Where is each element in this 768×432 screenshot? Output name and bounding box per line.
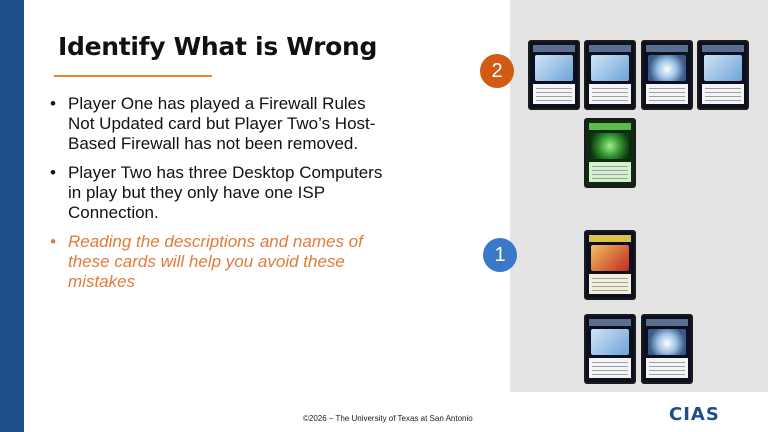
card-header [589,123,631,130]
bullet-item: • Player One has played a Firewall Rules… [50,94,395,154]
card-art [591,133,629,159]
cias-logo: CIAS [669,404,720,425]
card-art [648,55,686,81]
card-text-box [589,162,631,182]
card-header [646,45,688,52]
card-art [704,55,742,81]
card-text-line [705,88,741,89]
bullet-text: Player One has played a Firewall Rules N… [68,94,376,153]
card-text-line [592,178,628,179]
card-desktop-computer [584,314,636,384]
card-art [591,245,629,271]
card-text-line [592,362,628,363]
card-text-line [592,170,628,171]
left-accent-bar [0,0,24,432]
card-text-line [649,370,685,371]
card-text-line [536,100,572,101]
player-two-marker: 2 [480,54,514,88]
card-text-line [592,370,628,371]
card-isp-connection [641,40,693,110]
card-isp-connection [641,314,693,384]
slide-title: Identify What is Wrong [58,32,378,61]
card-host-based-firewall [584,118,636,188]
bullet-dot: • [50,94,56,113]
player-one-marker: 1 [483,238,517,272]
bullet-dot: • [50,232,56,251]
card-desktop-computer [528,40,580,110]
card-text-line [705,92,741,93]
card-text-line [592,88,628,89]
card-text-line [649,88,685,89]
card-text-line [536,92,572,93]
card-text-box [646,84,688,104]
card-text-line [592,278,628,279]
card-text-box [533,84,575,104]
card-text-box [646,358,688,378]
card-art [648,329,686,355]
card-header [533,45,575,52]
card-text-line [592,282,628,283]
card-text-line [592,290,628,291]
card-text-line [536,88,572,89]
card-art [535,55,573,81]
card-text-box [589,84,631,104]
card-text-line [705,96,741,97]
card-text-line [592,174,628,175]
card-text-line [649,100,685,101]
bullet-dot: • [50,163,56,182]
card-text-box [589,274,631,294]
card-header [589,319,631,326]
card-text-line [649,96,685,97]
card-header [646,319,688,326]
card-desktop-computer [584,40,636,110]
card-firewall-rules-not-updated [584,230,636,300]
card-text-line [649,366,685,367]
bullet-text: Reading the descriptions and names of th… [68,232,363,291]
card-text-line [649,92,685,93]
card-text-line [592,366,628,367]
card-header [589,45,631,52]
card-text-line [592,374,628,375]
bullet-list: • Player One has played a Firewall Rules… [50,94,395,301]
card-text-line [592,92,628,93]
card-desktop-computer [697,40,749,110]
card-text-line [649,362,685,363]
bullet-item-hint: • Reading the descriptions and names of … [50,232,395,292]
card-text-line [592,286,628,287]
card-text-box [589,358,631,378]
title-underline [54,75,212,77]
card-header [702,45,744,52]
card-text-line [536,96,572,97]
card-text-line [705,100,741,101]
bullet-text: Player Two has three Desktop Computers i… [68,163,383,222]
card-text-line [649,374,685,375]
card-text-line [592,166,628,167]
copyright-footer: ©2026 – The University of Texas at San A… [303,414,473,423]
card-header [589,235,631,242]
card-art [591,329,629,355]
card-text-box [702,84,744,104]
card-text-line [592,100,628,101]
card-text-line [592,96,628,97]
bullet-item: • Player Two has three Desktop Computers… [50,163,395,223]
card-art [591,55,629,81]
